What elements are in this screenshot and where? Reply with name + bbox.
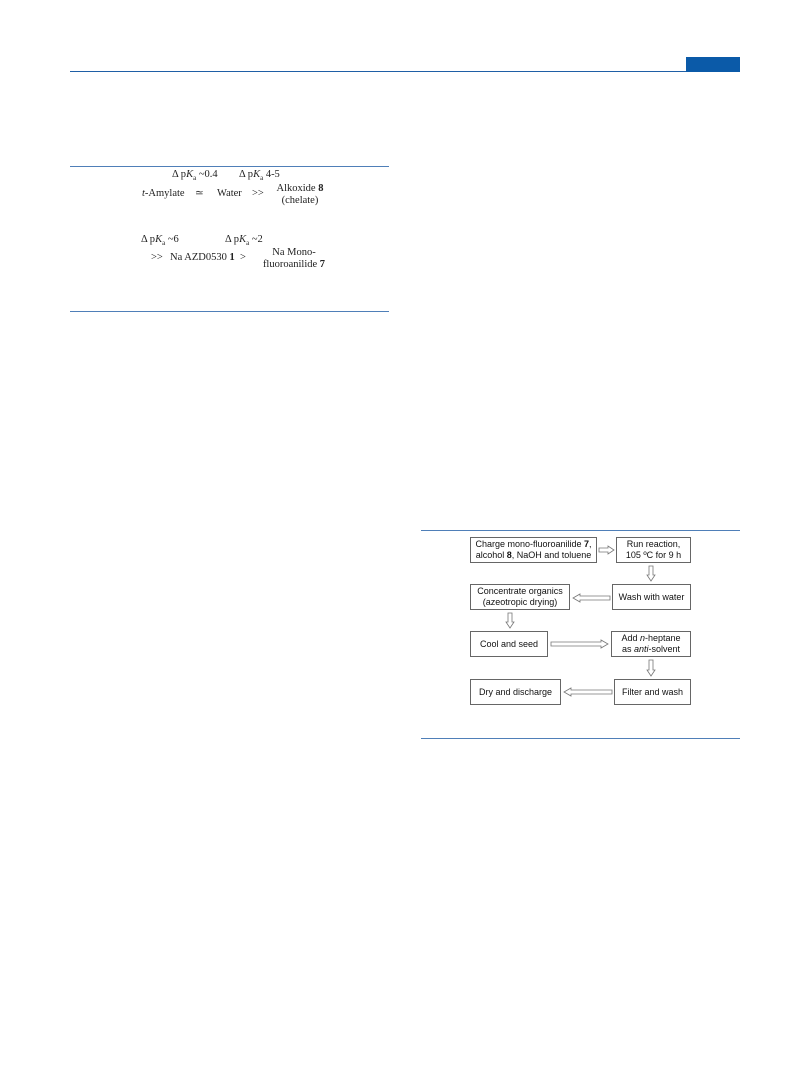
step-wash-line1: Wash with water	[618, 591, 685, 602]
dpka-label-3: Δ pKa ~6	[141, 234, 179, 248]
na-mono-line1: Na Mono-	[272, 247, 316, 258]
alkoxide-label: Alkoxide 8 (chelate)	[270, 183, 330, 207]
greater-sign: >	[240, 252, 246, 263]
much-greater-sign-2: >>	[151, 252, 163, 263]
dpka-label-1: Δ pKa ~0.4	[172, 169, 218, 183]
step-concentrate: Concentrate organics (azeotropic drying)	[470, 584, 570, 610]
scheme-top-rule	[70, 166, 389, 167]
step-concentrate-line1: Concentrate organics	[477, 586, 563, 596]
step-charge: Charge mono-fluoroanilide 7, alcohol 8, …	[470, 537, 597, 563]
step-concentrate-line2: (azeotropic drying)	[482, 597, 558, 607]
flowchart-bottom-rule	[421, 738, 740, 739]
flowchart-top-rule	[421, 530, 740, 531]
arrow-down-2	[505, 612, 515, 629]
step-filter-line1: Filter and wash	[621, 686, 684, 697]
header-color-tab	[686, 57, 740, 72]
arrow-down-1	[646, 565, 656, 582]
step-run-reaction: Run reaction, 105 ºC for 9 h	[616, 537, 691, 563]
step-cool-seed: Cool and seed	[470, 631, 548, 657]
arrow-right-2	[550, 639, 609, 649]
step-run-line1: Run reaction,	[626, 539, 681, 549]
dpka-label-2: Δ pKa 4-5	[239, 169, 280, 183]
na-azd0530-label: Na AZD0530 1	[170, 252, 235, 263]
arrow-right-1	[598, 545, 615, 555]
na-mono-label: Na Mono- fluoroanilide 7	[258, 247, 330, 271]
step-dry-discharge: Dry and discharge	[470, 679, 561, 705]
step-wash: Wash with water	[612, 584, 691, 610]
scheme-bottom-rule	[70, 311, 389, 312]
step-dry-line1: Dry and discharge	[478, 686, 553, 697]
step-cool-line1: Cool and seed	[479, 638, 539, 649]
dpka-label-4: Δ pKa ~2	[225, 234, 263, 248]
step-add-line2: as anti-solvent	[621, 644, 681, 654]
arrow-left-2	[563, 687, 613, 697]
t-amylate-label: t-Amylate	[142, 188, 185, 199]
step-add-line1: Add n-heptane	[621, 633, 681, 643]
step-run-line2: 105 ºC for 9 h	[625, 550, 682, 560]
approx-sign: ≃	[195, 188, 204, 199]
arrow-left-1	[572, 593, 611, 603]
step-add-heptane: Add n-heptane as anti-solvent	[611, 631, 691, 657]
step-filter-wash: Filter and wash	[614, 679, 691, 705]
header-rule	[70, 71, 740, 72]
step-charge-line2: alcohol 8, NaOH and toluene	[475, 550, 592, 560]
much-greater-sign-1: >>	[252, 188, 264, 199]
water-label: Water	[217, 188, 242, 199]
arrow-down-3	[646, 659, 656, 677]
step-charge-line1: Charge mono-fluoroanilide 7,	[475, 539, 592, 549]
alkoxide-chelate-label: (chelate)	[281, 195, 319, 206]
